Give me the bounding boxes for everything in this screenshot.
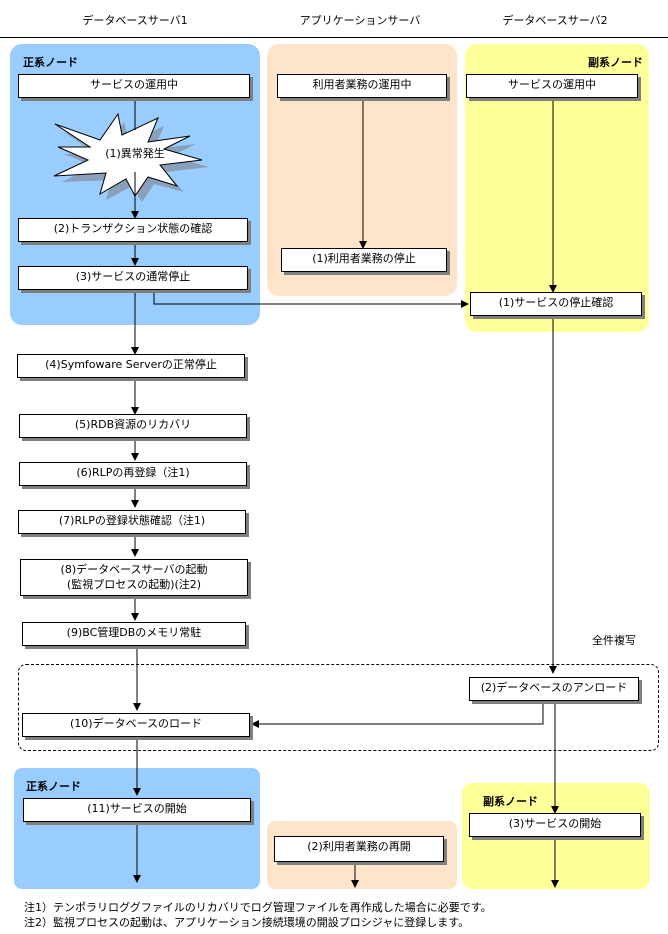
column-header-db1: データベースサーバ1	[82, 14, 188, 27]
db1-step-9-bc-db-resident: (9)BC管理DBのメモリ常駐	[22, 622, 246, 646]
footnote-2: 注2）監視プロセスの起動は、アプリケーション接続環境の開設プロシジャに登録します…	[24, 916, 470, 929]
db1-step-2-transaction-check: (2)トランザクション状態の確認	[18, 218, 248, 242]
db1-step-7-rlp-status-check: (7)RLPの登録状態確認（注1)	[18, 510, 246, 534]
footnote-1: 注1）テンポラリロググファイルのリカバリでログ管理ファイルを再作成した場合に必要…	[24, 901, 492, 914]
full-copy-label: 全件複写	[592, 634, 636, 647]
db1-step-3-service-stop: (3)サービスの通常停止	[18, 266, 248, 290]
db1-step-4-symfoware-stop: (4)Symfoware Serverの正常停止	[17, 354, 245, 378]
header-divider	[0, 37, 668, 38]
app-step-1-user-ops-stop: (1)利用者業務の停止	[281, 248, 447, 272]
db2-step-3-service-start: (3)サービスの開始	[469, 813, 641, 837]
secondary-node-label-bottom: 副系ノード	[483, 795, 538, 808]
db1-step-6-rlp-reregister: (6)RLPの再登録（注1)	[19, 462, 247, 486]
db1-step-8-line1: (8)データベースサーバの起動	[60, 563, 208, 576]
app-user-ops-running: 利用者業務の運用中	[277, 74, 447, 98]
db1-step-10-db-load: (10)データベースのロード	[22, 713, 250, 737]
anomaly-star-shape	[53, 112, 209, 202]
db1-step-8-line2: (監視プロセスの起動)(注2)	[66, 578, 202, 591]
full-copy-group	[18, 664, 659, 751]
secondary-node-label-top: 副系ノード	[588, 56, 643, 69]
db1-step-11-service-start: (11)サービスの開始	[23, 798, 251, 822]
db1-service-running: サービスの運用中	[18, 74, 250, 98]
column-header-db2: データベースサーバ2	[502, 14, 608, 27]
column-header-app: アプリケーションサーバ	[299, 14, 421, 27]
primary-node-label-top: 正系ノード	[23, 56, 78, 69]
db1-step-8-db-server-start: (8)データベースサーバの起動 (監視プロセスの起動)(注2)	[20, 559, 248, 596]
step-anomaly-occurred: (1)異常発生	[105, 147, 165, 160]
db2-service-running: サービスの運用中	[466, 74, 638, 98]
db1-step-5-rdb-recovery: (5)RDB資源のリカバリ	[19, 414, 247, 438]
primary-node-label-bottom: 正系ノード	[26, 780, 81, 793]
app-step-2-user-ops-resume: (2)利用者業務の再開	[274, 836, 444, 862]
db2-step-1-stop-confirm: (1)サービスの停止確認	[470, 292, 642, 316]
db2-step-2-db-unload: (2)データベースのアンロード	[469, 677, 639, 701]
